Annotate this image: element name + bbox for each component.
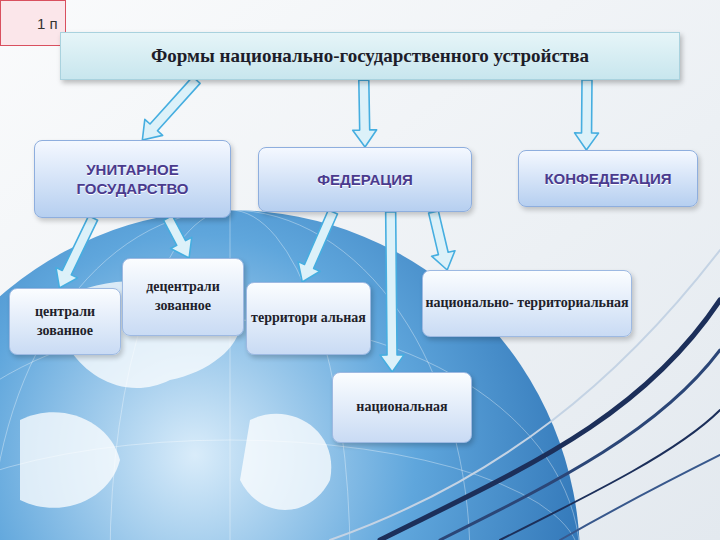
page-tab: 1 п [0, 0, 66, 46]
sub-box: национально- территориальная [422, 270, 632, 337]
block-arrow [380, 212, 404, 372]
title-box: Формы национально-государственного устро… [60, 32, 680, 80]
sub-box: национальная [332, 372, 472, 443]
node-text: КОНФЕДЕРАЦИЯ [544, 169, 671, 189]
node-text: ФЕДЕРАЦИЯ [317, 170, 413, 190]
node-text: централи зованное [10, 303, 120, 341]
sub-box: централи зованное [9, 288, 121, 355]
sub-box: децентрали зованное [122, 258, 244, 336]
block-arrow [298, 210, 337, 282]
block-arrow [575, 80, 599, 150]
node-text: децентрали зованное [123, 278, 243, 316]
node-text: национально- территориальная [425, 294, 628, 313]
block-arrow [164, 216, 192, 258]
node-text: национальная [356, 398, 447, 417]
block-arrow [429, 211, 455, 270]
main-box: ФЕДЕРАЦИЯ [258, 147, 472, 212]
block-arrow [142, 77, 200, 140]
block-arrow [56, 216, 98, 288]
tab-label: 1 п [37, 15, 58, 32]
main-box: КОНФЕДЕРАЦИЯ [518, 150, 698, 207]
node-text: территори альная [251, 309, 366, 328]
sub-box: территори альная [246, 282, 371, 355]
block-arrow [353, 80, 377, 147]
node-text: УНИТАРНОЕ ГОСУДАРСТВО [35, 160, 230, 199]
globe [0, 210, 580, 540]
main-box: УНИТАРНОЕ ГОСУДАРСТВО [34, 140, 231, 218]
node-text: Формы национально-государственного устро… [151, 45, 589, 67]
globe-grid [0, 210, 580, 540]
